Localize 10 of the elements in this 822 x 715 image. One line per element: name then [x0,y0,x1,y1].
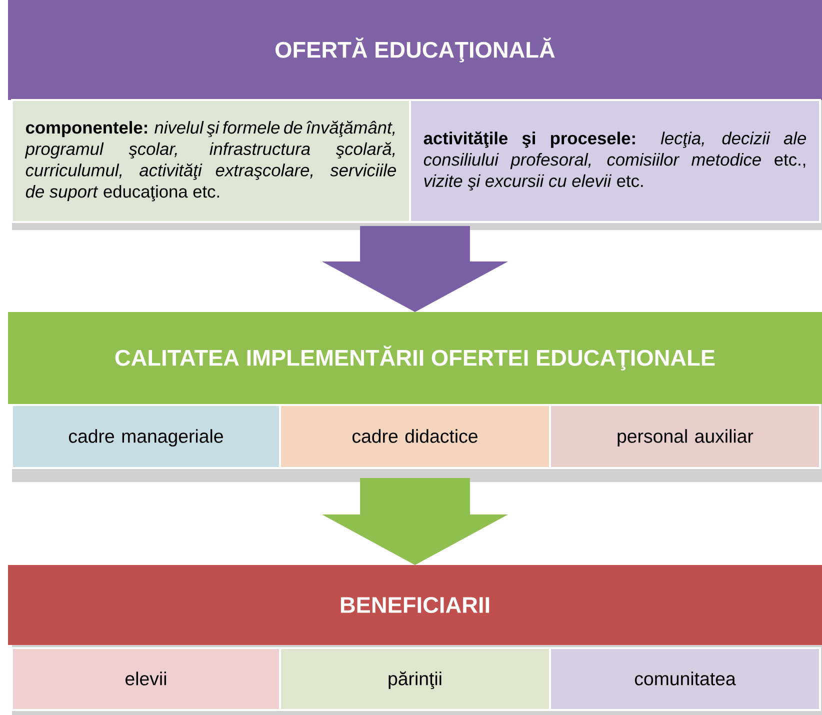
block-arrow [322,226,508,312]
text-box: părinţii [279,647,551,711]
text-box: cadre didactice [279,404,551,469]
text-box: elevii [11,647,281,711]
text-box: activităţile şi procesele: lecţia, decizii ale consiliului profesoral, comisiilor metodice etc., vizite şi excursii cu elevii etc. [409,99,821,223]
block-arrow [322,478,508,566]
text-box: personal auxiliar [549,404,821,469]
text-box: componentele: nivelul şi formele de învăţământ, programul şcolar, infrastructura şcolară, curriculumul, activităţi extraşcolare, serviciile de suport educaţiona etc. [11,99,411,223]
text-box: cadre manageriale [11,404,281,469]
text-box: comunitatea [549,647,821,711]
